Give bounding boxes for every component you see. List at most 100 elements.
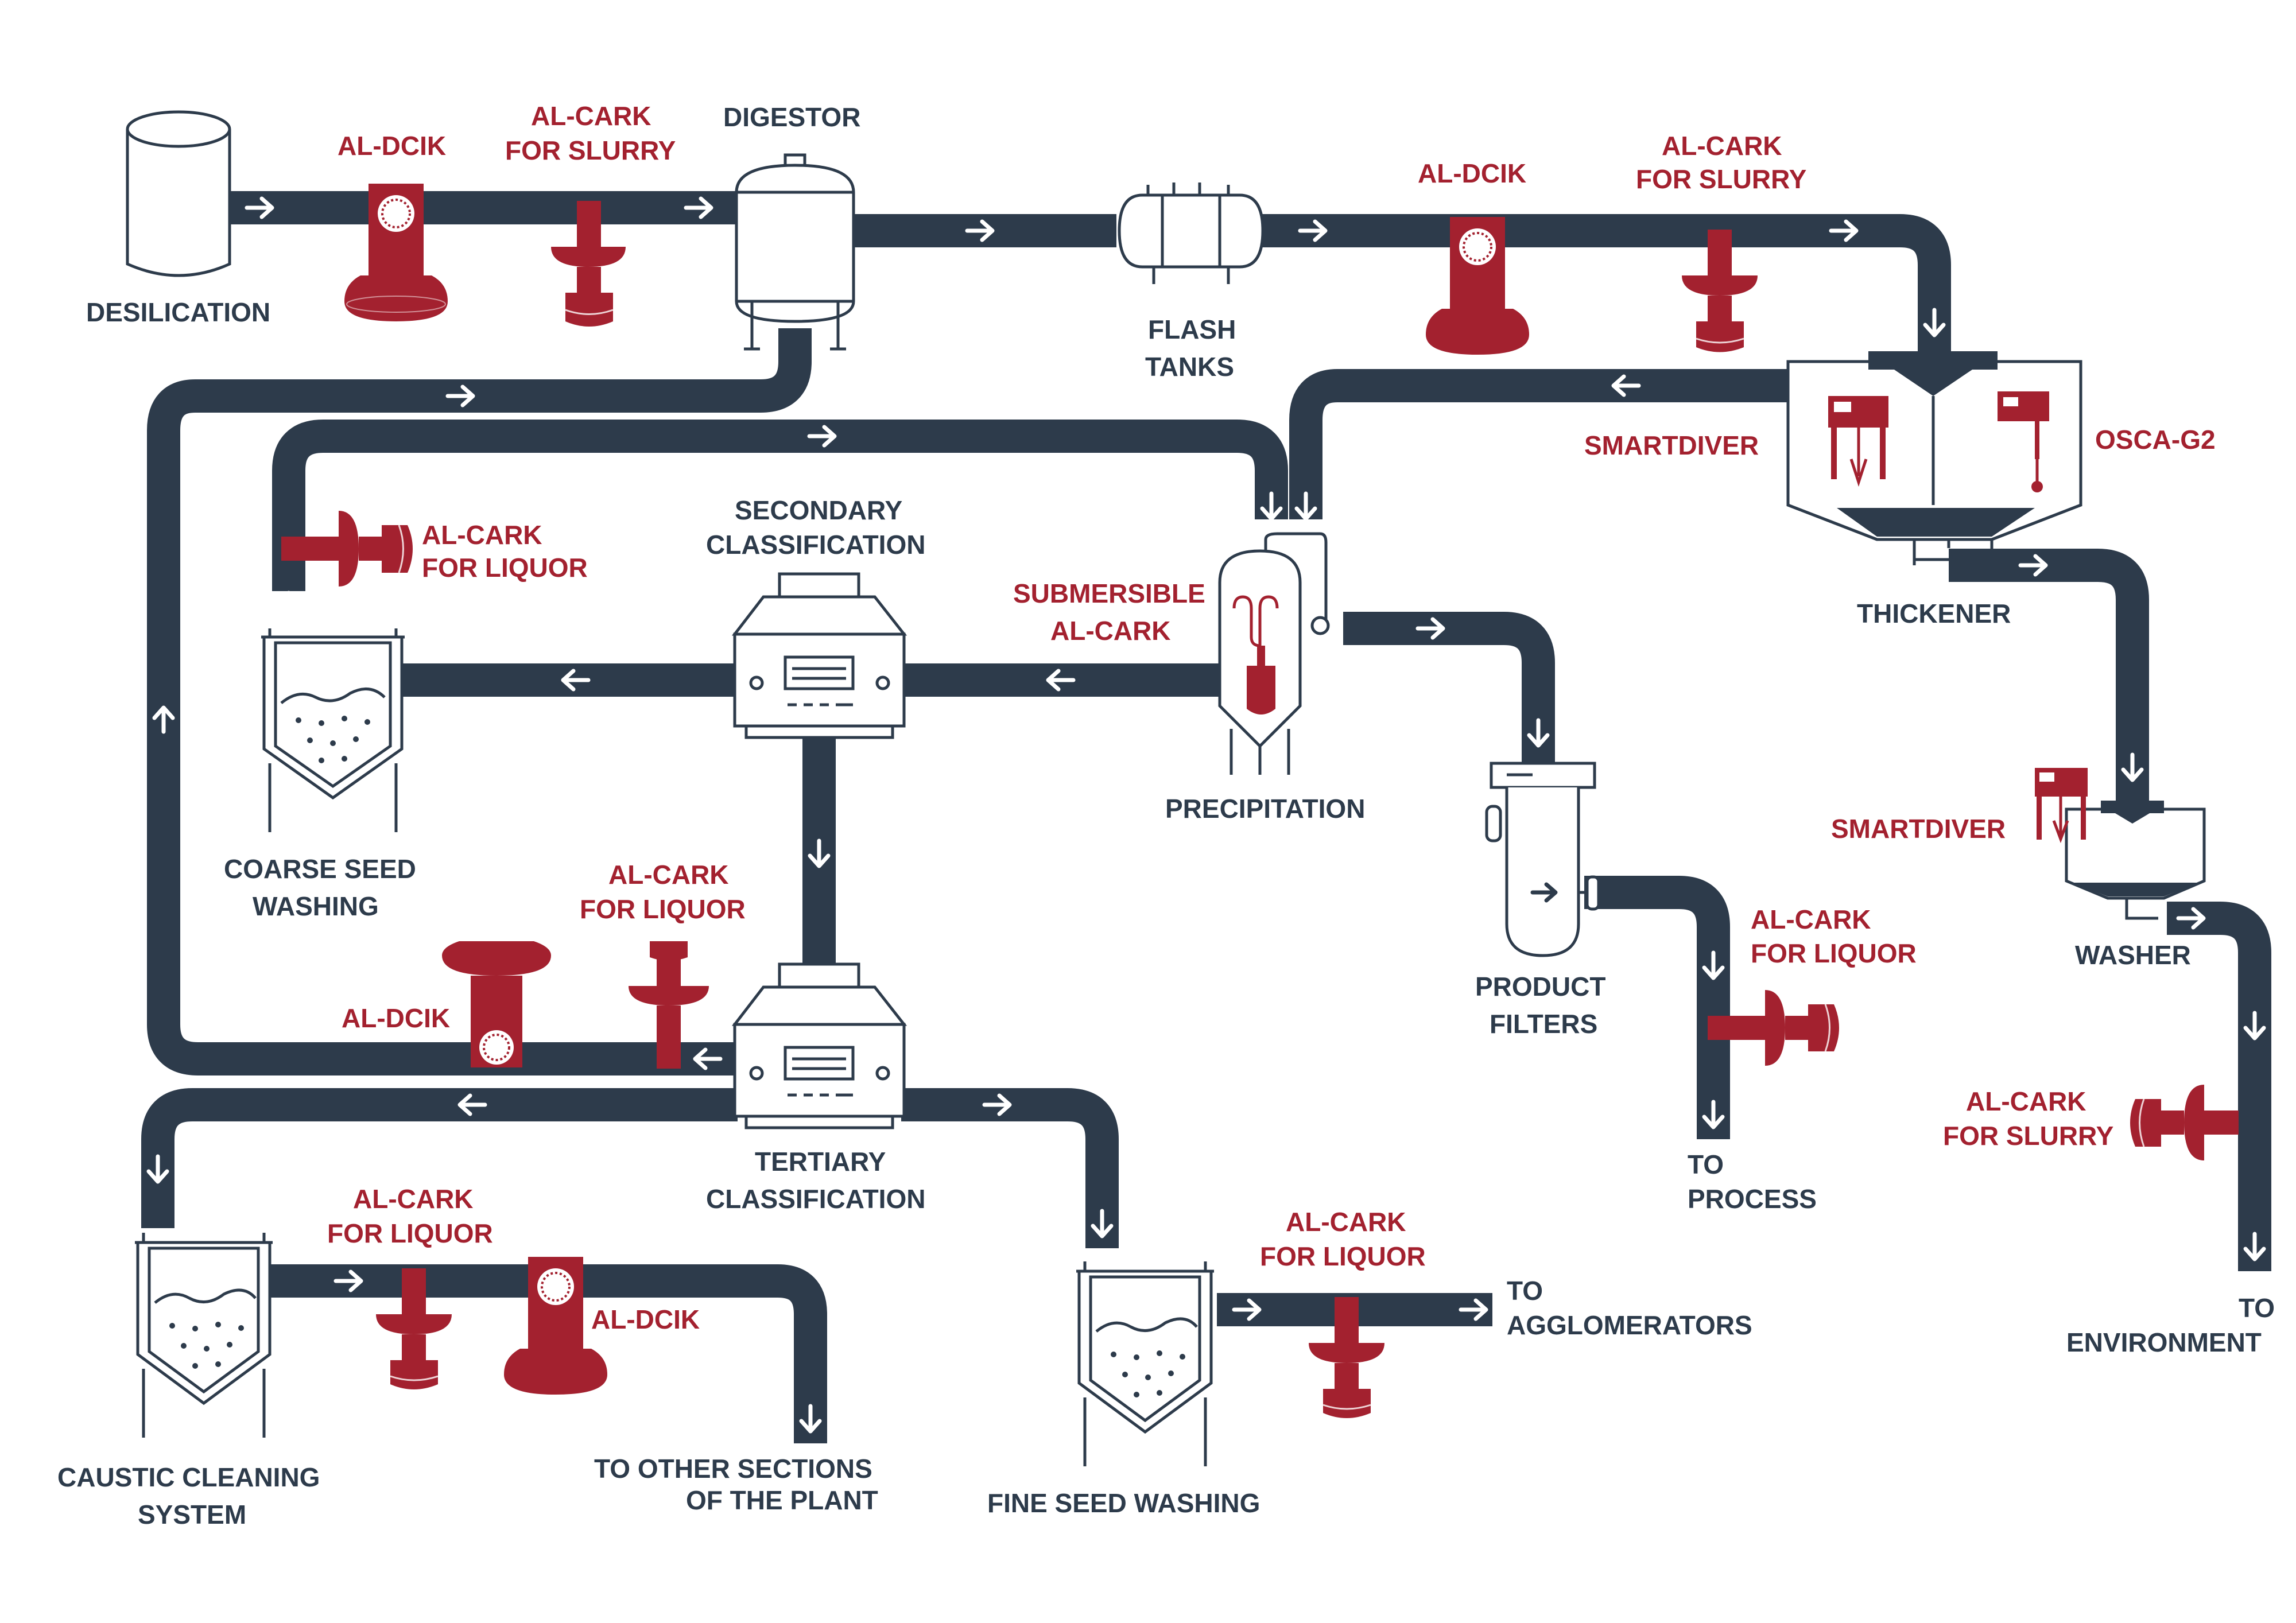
arrow-right	[1298, 219, 1328, 242]
label-al-cark-liquor-1: AL-CARK	[353, 1184, 474, 1214]
label-smartdiver: SMARTDIVER	[1584, 430, 1759, 460]
process-labels: DESILICATION DIGESTOR FLASH TANKS THICKE…	[57, 102, 2275, 1529]
label-desilication: DESILICATION	[86, 297, 270, 327]
label-product-filters-2: FILTERS	[1490, 1009, 1597, 1039]
arrow-down	[1702, 950, 1725, 980]
arrow-right	[1415, 617, 1445, 640]
label-product-filters-1: PRODUCT	[1475, 972, 1605, 1001]
label-al-cark-liquor-2: FOR LIQUOR	[327, 1218, 493, 1248]
arrow-right	[1232, 1298, 1262, 1321]
label-al-cark-liquor-2: FOR LIQUOR	[422, 553, 588, 583]
secondary-classifier	[731, 572, 907, 739]
label-secondary-2: CLASSIFICATION	[706, 530, 925, 560]
pipe-network	[141, 191, 2271, 1443]
pipe-tertiary-caustic	[141, 1088, 738, 1228]
label-al-cark-slurry-2: FOR SLURRY	[1636, 164, 1806, 194]
label-al-cark-slurry-1: AL-CARK	[1662, 131, 1782, 161]
label-al-dcik: AL-DCIK	[342, 1003, 450, 1033]
pipe-tertiary-fineseed	[901, 1088, 1119, 1248]
arrow-right	[245, 196, 274, 219]
label-washer: WASHER	[2075, 940, 2191, 970]
washer-tank	[2065, 801, 2206, 920]
pipe-thickener-washer	[1949, 549, 2149, 801]
arrow-left	[1046, 669, 1076, 692]
label-tertiary-1: TERTIARY	[755, 1147, 886, 1177]
label-caustic-2: SYSTEM	[138, 1500, 246, 1529]
al-dcik-sensor	[504, 1257, 607, 1395]
smartdiver-unit	[1828, 396, 1888, 487]
label-al-dcik: AL-DCIK	[338, 131, 446, 161]
arrow-right	[965, 219, 995, 242]
arrow-left	[693, 1047, 723, 1070]
al-cark-slurry-sensor	[2130, 1085, 2239, 1160]
label-al-cark-slurry-1: AL-CARK	[531, 101, 651, 131]
digestor-vessel	[735, 153, 855, 351]
arrow-right	[2176, 907, 2206, 930]
label-to-environment-2: ENVIRONMENT	[2066, 1327, 2262, 1357]
label-al-cark-liquor-2: FOR LIQUOR	[1751, 938, 1917, 968]
al-dcik-sensor	[1426, 217, 1529, 355]
al-dcik-sensor	[344, 184, 448, 321]
label-smartdiver: SMARTDIVER	[1831, 814, 2006, 844]
label-al-cark-slurry-1: AL-CARK	[1966, 1086, 2086, 1116]
label-coarse-seed-1: COARSE SEED	[224, 854, 416, 884]
label-to-agglomerators-2: AGGLOMERATORS	[1507, 1310, 1752, 1340]
arrow-up	[277, 591, 300, 619]
pipe-caustic-other	[270, 1264, 827, 1443]
pipe-filters-process	[1584, 876, 1730, 1139]
osca-g2-unit	[1998, 391, 2049, 492]
device-labels: AL-DCIK AL-CARK FOR SLURRY AL-DCIK AL-CA…	[327, 101, 2216, 1334]
label-al-cark-liquor-1: AL-CARK	[1286, 1207, 1406, 1237]
label-to-process-2: PROCESS	[1688, 1184, 1817, 1214]
label-fine-seed: FINE SEED WASHING	[987, 1488, 1260, 1518]
label-coarse-seed-2: WASHING	[253, 891, 379, 921]
fine-seed-washer	[1076, 1261, 1214, 1466]
label-al-cark-liquor-1: AL-CARK	[608, 860, 729, 890]
al-cark-liquor-sensor	[281, 511, 413, 587]
arrow-down	[808, 838, 831, 868]
label-flash-tanks-1: FLASH	[1148, 314, 1236, 344]
precipitation-tank	[1218, 532, 1330, 775]
arrow-left	[561, 669, 591, 692]
arrow-down	[1527, 718, 1550, 748]
label-submersible-2: AL-CARK	[1050, 616, 1171, 646]
arrow-down	[1260, 491, 1283, 521]
arrow-down	[2243, 1011, 2266, 1040]
arrow-down	[2121, 752, 2144, 782]
pipe-coarse-loop	[272, 420, 1288, 591]
label-to-environment-1: TO	[2239, 1293, 2275, 1323]
al-dcik-sensor	[442, 941, 551, 1067]
label-to-process-1: TO	[1688, 1150, 1724, 1179]
arrow-down	[799, 1404, 822, 1434]
arrow-down	[2243, 1232, 2266, 1261]
caustic-cleaning-tank	[135, 1233, 273, 1438]
arrow-right	[1829, 219, 1859, 242]
flash-tank	[1118, 183, 1265, 284]
al-cark-slurry-sensor	[1682, 230, 1758, 352]
arrow-right	[807, 425, 837, 448]
arrow-right	[982, 1093, 1012, 1116]
label-al-cark-slurry-2: FOR SLURRY	[1943, 1121, 2113, 1151]
label-al-dcik: AL-DCIK	[1418, 158, 1526, 188]
flow-arrows	[146, 196, 2266, 1434]
al-cark-liquor-sensor	[629, 941, 709, 1069]
arrow-down	[1091, 1209, 1114, 1238]
pipe-precip-filters	[1343, 612, 1555, 763]
label-precipitation: PRECIPITATION	[1165, 794, 1365, 824]
label-al-cark-liquor-1: AL-CARK	[1751, 904, 1871, 934]
label-to-other-2: OF THE PLANT	[686, 1485, 878, 1515]
arrow-down	[1294, 491, 1317, 521]
arrow-right	[2018, 554, 2048, 577]
arrow-up	[152, 705, 175, 734]
pipe-washer-environment	[2167, 902, 2271, 1271]
arrow-left	[457, 1093, 487, 1116]
tertiary-classifier	[731, 962, 907, 1129]
desilication-tank	[126, 110, 231, 277]
arrow-down	[1702, 1100, 1725, 1129]
label-submersible-1: SUBMERSIBLE	[1013, 578, 1205, 608]
label-caustic-1: CAUSTIC CLEANING	[57, 1462, 320, 1492]
product-filter	[1485, 762, 1600, 957]
pipe-digestor-loop	[147, 328, 812, 1075]
label-al-cark-liquor-2: FOR LIQUOR	[1260, 1241, 1426, 1271]
